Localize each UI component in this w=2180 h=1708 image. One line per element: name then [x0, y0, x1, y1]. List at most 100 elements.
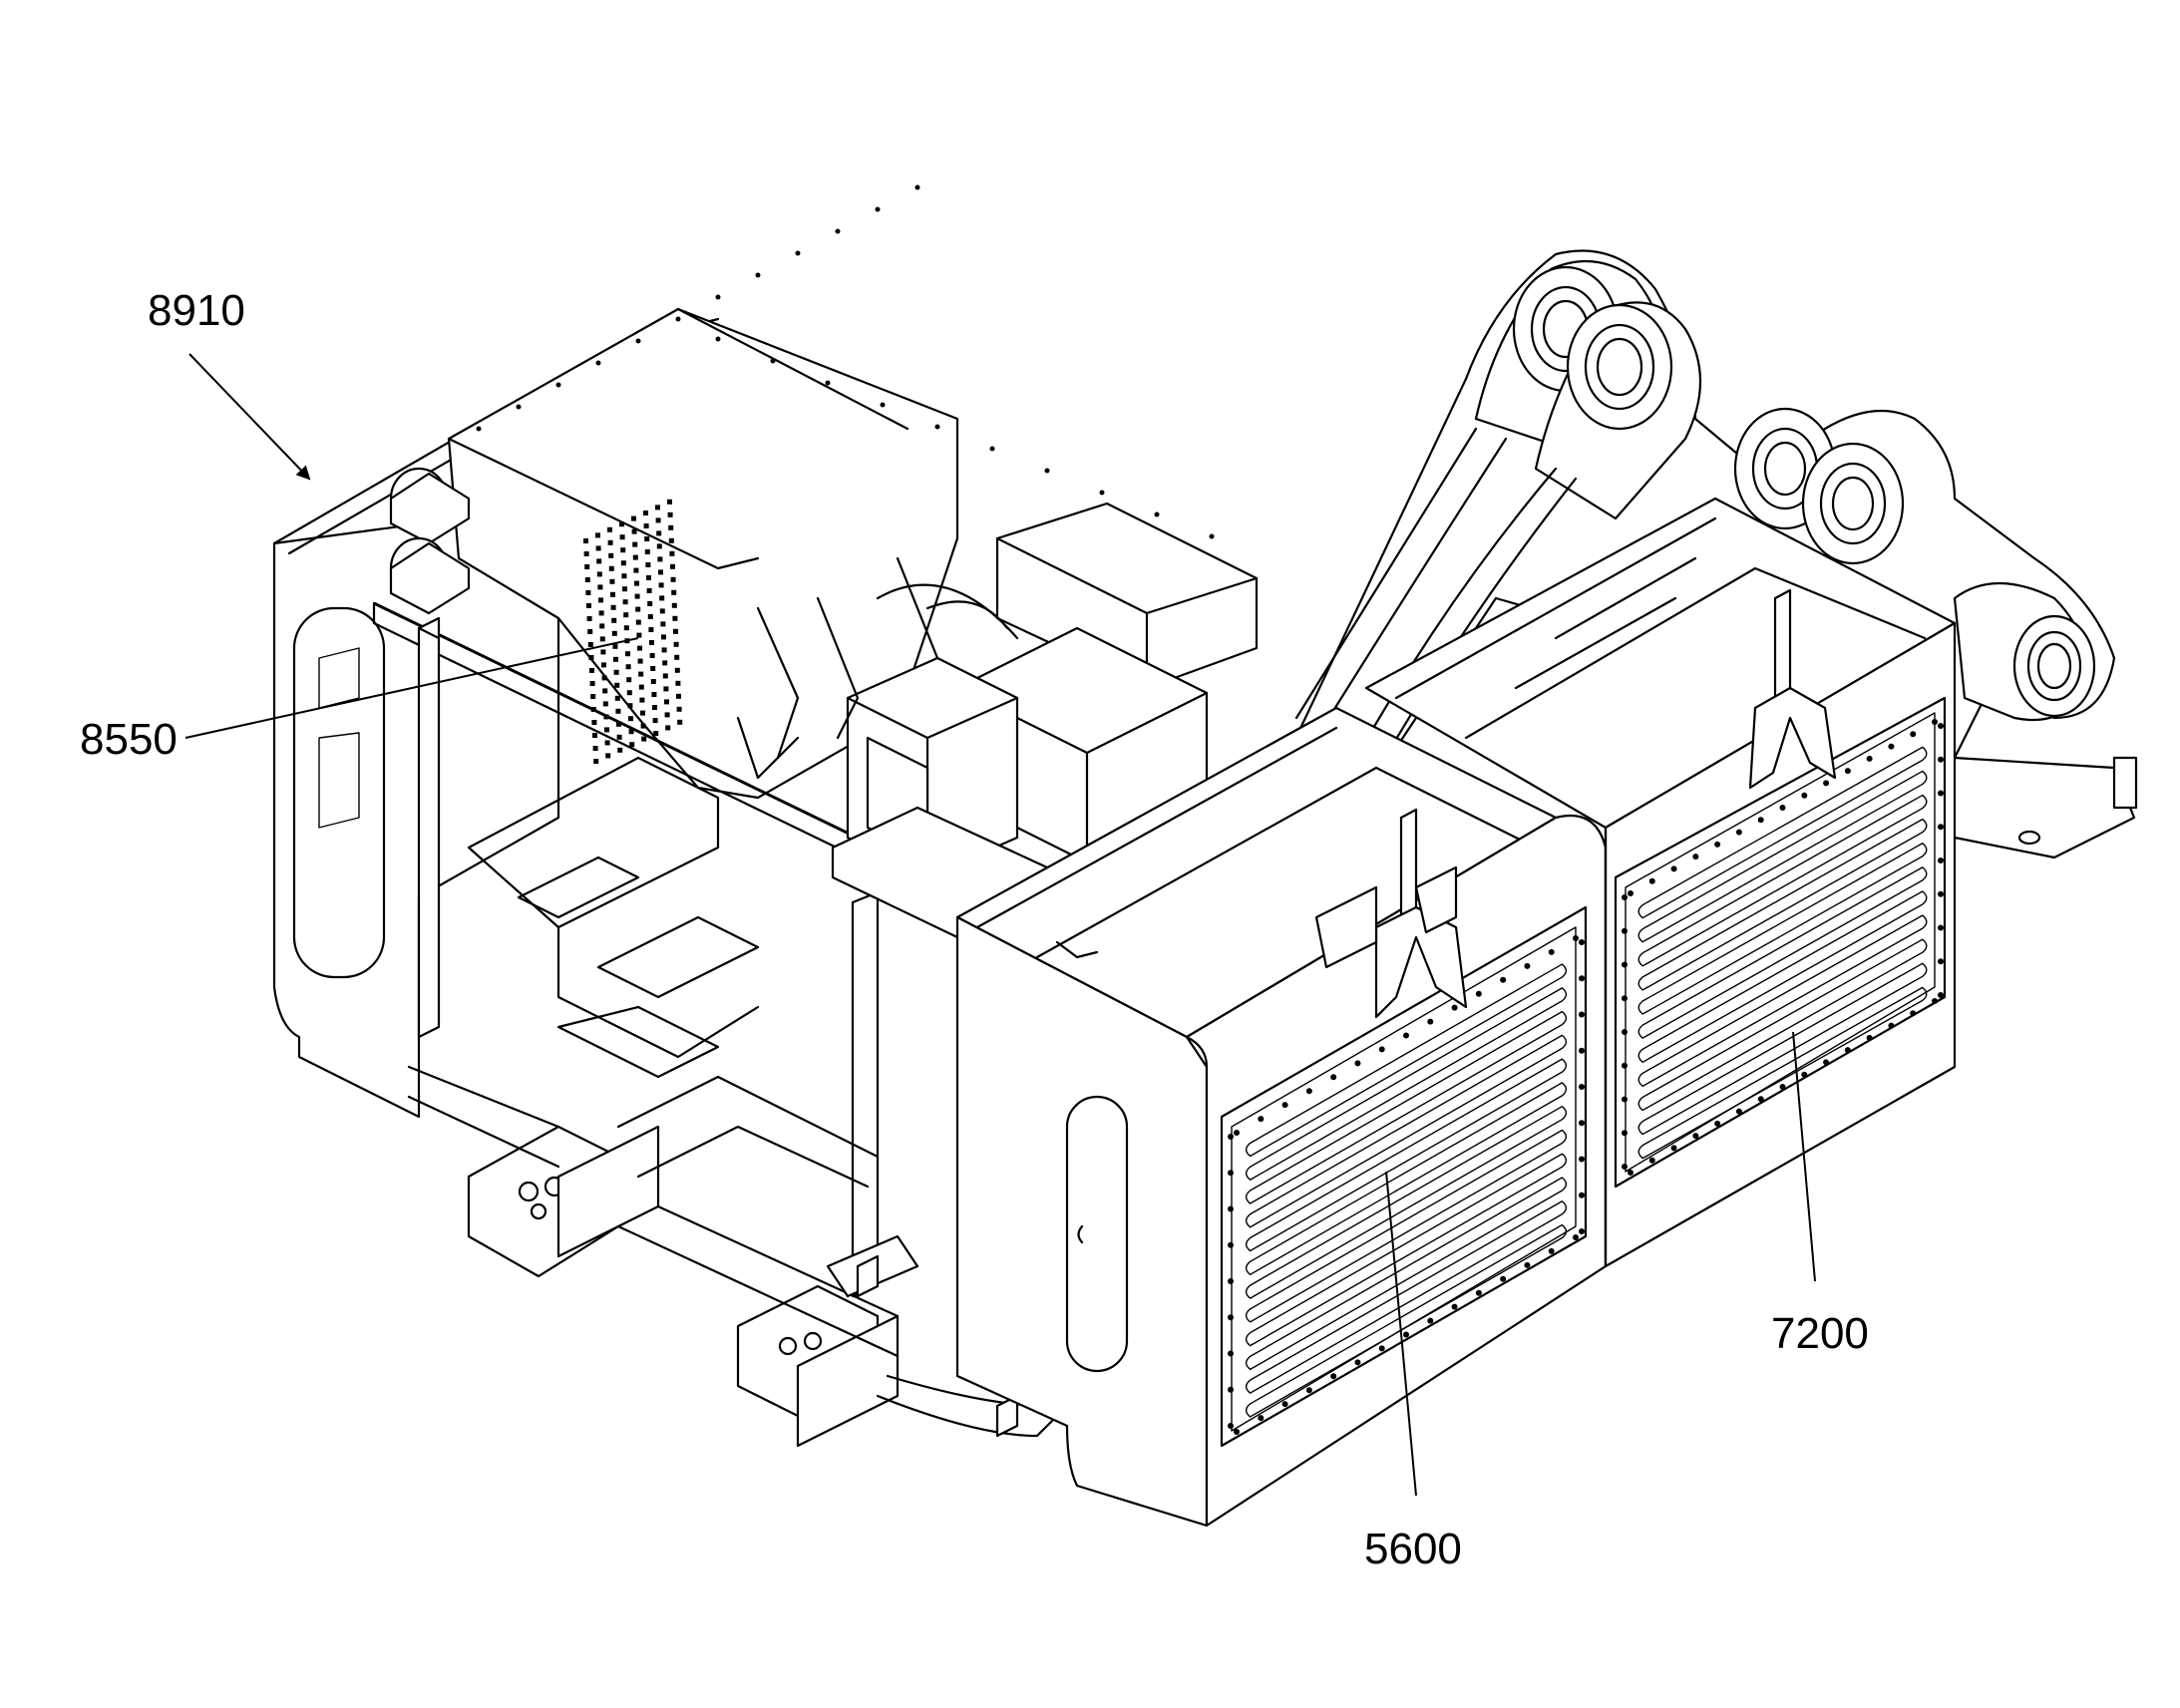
panel-bolt: [1888, 1022, 1895, 1029]
label-7200: 7200: [1771, 1309, 1869, 1358]
louver-slot: [1637, 843, 1928, 1015]
grille-hole: [625, 651, 630, 657]
grille-hole: [629, 742, 635, 748]
louver-slot: [1245, 1058, 1568, 1252]
fastener: [635, 338, 641, 344]
louver-slot: [1245, 1010, 1568, 1204]
panel-bolt: [1866, 1034, 1873, 1041]
grille-hole: [614, 682, 620, 688]
panel-bolt: [1475, 990, 1482, 997]
panel-bolt: [1403, 1032, 1409, 1039]
panel-bolt: [1622, 1164, 1628, 1170]
panel-bolt: [1866, 755, 1873, 762]
grille-hole: [621, 573, 627, 579]
grille-hole: [649, 653, 655, 658]
panel-bolt: [1622, 927, 1628, 934]
grille-hole: [632, 541, 638, 547]
panel-bolt: [1378, 1345, 1385, 1352]
panel-bolt: [1622, 961, 1628, 968]
leader-7200: [1792, 1031, 1816, 1282]
grille-hole: [650, 679, 656, 684]
panel-bolt: [1451, 1303, 1458, 1310]
grille-hole: [661, 647, 667, 653]
label-8910: 8910: [148, 286, 245, 335]
fastener: [1099, 490, 1105, 496]
left-frame: [272, 184, 1215, 1448]
fastener: [675, 316, 681, 322]
grille-hole: [607, 526, 612, 532]
grille-hole: [640, 723, 646, 729]
grille-hole: [631, 515, 636, 521]
grille-hole: [619, 534, 625, 540]
grille-hole: [655, 505, 660, 511]
grille-hole: [595, 545, 601, 551]
panel-bolt: [1228, 1205, 1234, 1212]
grille-hole: [620, 547, 626, 553]
panel-bolt: [1579, 1084, 1585, 1090]
fastener: [1154, 512, 1160, 517]
fastener: [934, 424, 940, 430]
grille-hole: [600, 649, 606, 655]
panel-bolt: [1500, 1275, 1507, 1282]
grille-hole: [646, 575, 651, 580]
grille-hole: [660, 621, 666, 627]
grille-hole: [647, 614, 653, 619]
grille-hole: [590, 694, 596, 699]
grille-hole: [670, 576, 676, 582]
fastener: [595, 360, 601, 366]
panel-bolt: [1234, 1429, 1240, 1435]
fastener: [1209, 533, 1215, 539]
panel-bolt: [1888, 743, 1895, 750]
louver-slot: [1637, 770, 1928, 943]
grille-hole: [625, 664, 631, 670]
grille-hole: [616, 734, 622, 740]
grille-hole: [602, 688, 608, 694]
panel-bolt: [1938, 790, 1944, 797]
grille-hole: [605, 753, 611, 759]
grille-hole: [664, 699, 669, 705]
fastener: [875, 206, 881, 212]
grille-hole: [676, 693, 681, 699]
grille-hole: [614, 695, 620, 701]
fastener: [476, 426, 482, 432]
louver-slot: [1245, 1105, 1568, 1299]
grille-hole: [586, 616, 592, 621]
panel-bolt: [1573, 935, 1579, 941]
grille-hole: [652, 705, 657, 710]
louver-slot: [1245, 1082, 1568, 1276]
grille-hole: [658, 569, 663, 575]
panel-bolt: [1692, 854, 1699, 860]
panel-bolt: [1938, 723, 1944, 729]
panel-bolt: [1779, 805, 1786, 811]
panel-bolt: [1524, 1261, 1531, 1268]
panel-bolt: [1258, 1116, 1265, 1123]
grille-hole: [637, 658, 643, 664]
grille-hole: [592, 746, 598, 751]
panel-bolt: [1622, 1096, 1628, 1103]
grille-hole: [673, 628, 678, 634]
grille-hole: [602, 701, 608, 707]
panel-bolt: [1579, 1192, 1585, 1198]
grille-hole: [597, 584, 603, 590]
louver-slot: [1637, 914, 1928, 1088]
grille-hole: [664, 712, 670, 718]
grille-hole: [677, 719, 683, 725]
louver-slot: [1637, 866, 1928, 1039]
grille-hole: [668, 524, 674, 530]
grille-hole: [635, 619, 641, 625]
grille-hole: [604, 727, 609, 733]
louver-slot: [1245, 1200, 1568, 1394]
panel-bolt: [1228, 1241, 1234, 1248]
panel-bolt: [1932, 719, 1938, 725]
grille-hole: [655, 517, 661, 523]
panel-bolt: [1844, 768, 1851, 775]
panel-bolt: [1823, 1059, 1830, 1066]
panel-bolt: [1354, 1060, 1361, 1067]
grille-hole: [661, 634, 666, 640]
grille-hole: [649, 640, 654, 645]
panel-bolt: [1648, 877, 1655, 884]
grille-hole: [591, 720, 597, 725]
jack-stands: [1314, 588, 1837, 1019]
grille-hole: [585, 590, 591, 595]
fastener: [880, 402, 886, 408]
